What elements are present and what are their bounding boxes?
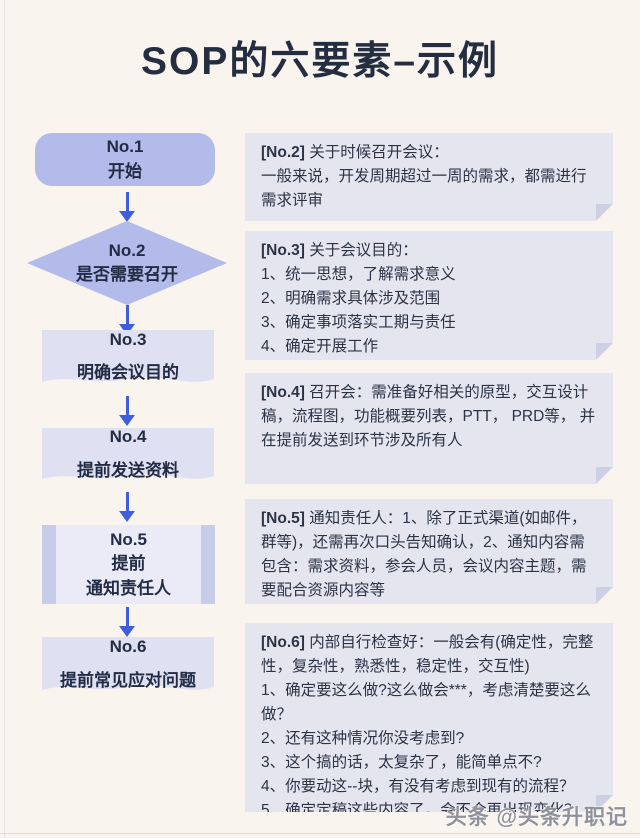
flow-node-send-materials: No.4 提前发送资料 (42, 427, 214, 489)
bottom-edge-line (0, 833, 640, 834)
note-label: [No.5] (261, 510, 305, 527)
flow-node-decision: No.2 是否需要召开 (27, 221, 227, 305)
document-shape (42, 428, 214, 479)
note-body: 召开会：需准备好相关的原型，交互设计稿，流程图，功能概要列表，PTT， PRD等… (261, 384, 596, 449)
flow-node-faq: No.6 提前常见应对问题 (42, 637, 214, 700)
note-box-no6: [No.6] 内部自行检查好：一般会有(确定性，完整性，复杂性，熟悉性，稳定性，… (245, 623, 613, 812)
note-item: 2、还有这种情况你没考虑到? (261, 730, 465, 747)
document-shape (42, 637, 214, 690)
note-title: 关于时候召开会议： (309, 144, 449, 161)
note-intro: 内部自行检查好：一般会有(确定性，完整性，复杂性，熟悉性，稳定性，交互性) (261, 634, 594, 675)
node-line: 明确会议目的 (77, 363, 179, 382)
arrow-down-icon (116, 305, 138, 335)
arrow-down-icon (116, 396, 138, 426)
watermark: 头条 @头条升职记 (445, 806, 628, 829)
note-body: 一般来说，开发周期超过一周的需求，都需进行需求评审 (261, 168, 587, 209)
predefined-side-bar (42, 525, 56, 604)
note-box-no5: [No.5] 通知责任人：1、除了正式渠道(如邮件，群等)，还需再次口头告知确认… (245, 499, 613, 604)
note-label: [No.3] (261, 242, 305, 259)
note-item: 4、你要动这--块，有没有考虑到现有的流程？ (261, 778, 575, 795)
note-item: 4、确定开展工作 (261, 338, 379, 355)
note-title-line: [No.3] 关于会议目的： (261, 239, 597, 263)
node-line: 提前常见应对问题 (60, 670, 196, 690)
note-item: 1、统一思想，了解需求意义 (261, 266, 456, 283)
node-line: 通知责任人 (86, 578, 171, 598)
note-title-line: [No.2] 关于时候召开会议： (261, 141, 597, 165)
node-line: 提前发送资料 (77, 460, 179, 480)
node-line: 提前 (111, 554, 146, 574)
node-line: 开始 (108, 161, 142, 181)
note-body: 通知责任人：1、除了正式渠道(如邮件，群等)，还需再次口头告知确认，2、通知内容… (261, 510, 587, 599)
flow-node-notify: No.5 提前 通知责任人 (42, 525, 215, 604)
note-item: 1、确定要这么做?这么做会***，考虑清楚要这么做？ (261, 682, 591, 723)
node-line: No.5 (110, 530, 147, 550)
arrow-down-icon (116, 607, 138, 637)
note-label: [No.4] (261, 384, 305, 401)
node-line: No.3 (109, 329, 147, 349)
flow-node-start: No.1 开始 (35, 133, 215, 186)
note-body-line: [No.4] 召开会：需准备好相关的原型，交互设计稿，流程图，功能概要列表，PT… (261, 381, 597, 453)
note-box-no3: [No.3] 关于会议目的： 1、统一思想，了解需求意义 2、明确需求具体涉及范… (245, 231, 613, 360)
arrow-down-icon (116, 492, 138, 522)
note-item: 3、这个搞的话，太复杂了，能简单点不? (261, 754, 542, 771)
left-edge-line (4, 0, 5, 838)
note-box-no4: [No.4] 召开会：需准备好相关的原型，交互设计稿，流程图，功能概要列表，PT… (245, 373, 613, 484)
node-line: No.4 (109, 427, 147, 447)
node-line: No.2 (108, 240, 146, 260)
note-label: [No.6] (261, 634, 305, 651)
node-line: No.1 (106, 137, 144, 157)
predefined-side-bar (201, 525, 215, 604)
note-item: 2、明确需求具体涉及范围 (261, 290, 441, 307)
note-body-line: [No.5] 通知责任人：1、除了正式渠道(如邮件，群等)，还需再次口头告知确认… (261, 507, 597, 603)
document-shape (42, 330, 214, 382)
page-title: SOP的六要素–示例 (140, 40, 500, 83)
node-line: No.6 (109, 637, 147, 657)
node-line: 是否需要召开 (76, 265, 178, 284)
note-box-no2: [No.2] 关于时候召开会议： 一般来说，开发周期超过一周的需求，都需进行需求… (245, 133, 613, 221)
note-item: 5、确定定稿这些内容了，会不会再出现变化？ (261, 802, 580, 812)
note-title: 关于会议目的： (309, 242, 418, 259)
note-title-line: [No.6] 内部自行检查好：一般会有(确定性，完整性，复杂性，熟悉性，稳定性，… (261, 631, 597, 679)
note-label: [No.2] (261, 144, 305, 161)
note-item: 3、确定事项落实工期与责任 (261, 314, 456, 331)
arrow-down-icon (116, 192, 138, 222)
flow-node-purpose: No.3 明确会议目的 (42, 330, 214, 392)
